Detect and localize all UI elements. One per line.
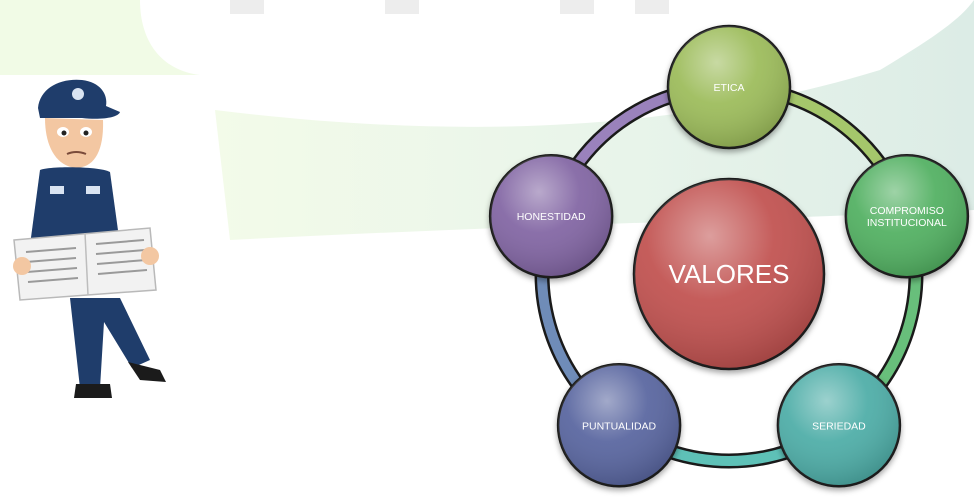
value-node-label: HONESTIDAD xyxy=(517,211,586,223)
value-node-label: INSTITUCIONAL xyxy=(867,217,947,229)
value-node-gloss xyxy=(668,26,790,148)
value-node-gloss xyxy=(845,155,968,278)
value-node-puntualidad: PUNTUALIDAD xyxy=(556,363,682,488)
value-node-gloss xyxy=(490,155,613,278)
value-node-etica: ETICA xyxy=(666,24,792,150)
value-node-seriedad: SERIEDAD xyxy=(776,363,902,488)
value-node-gloss xyxy=(777,364,900,487)
value-node-gloss xyxy=(558,364,681,487)
value-node-label: SERIEDAD xyxy=(812,420,866,432)
value-node-honestidad: HONESTIDAD xyxy=(488,153,614,279)
value-node-label: COMPROMISO xyxy=(870,205,944,217)
value-node-label: PUNTUALIDAD xyxy=(582,420,657,432)
value-node-label: ETICA xyxy=(714,82,745,94)
center-node-valores: VALORES xyxy=(632,177,826,371)
center-node-label: VALORES xyxy=(669,259,790,289)
police-officer-reading-newspaper-icon xyxy=(13,79,166,398)
